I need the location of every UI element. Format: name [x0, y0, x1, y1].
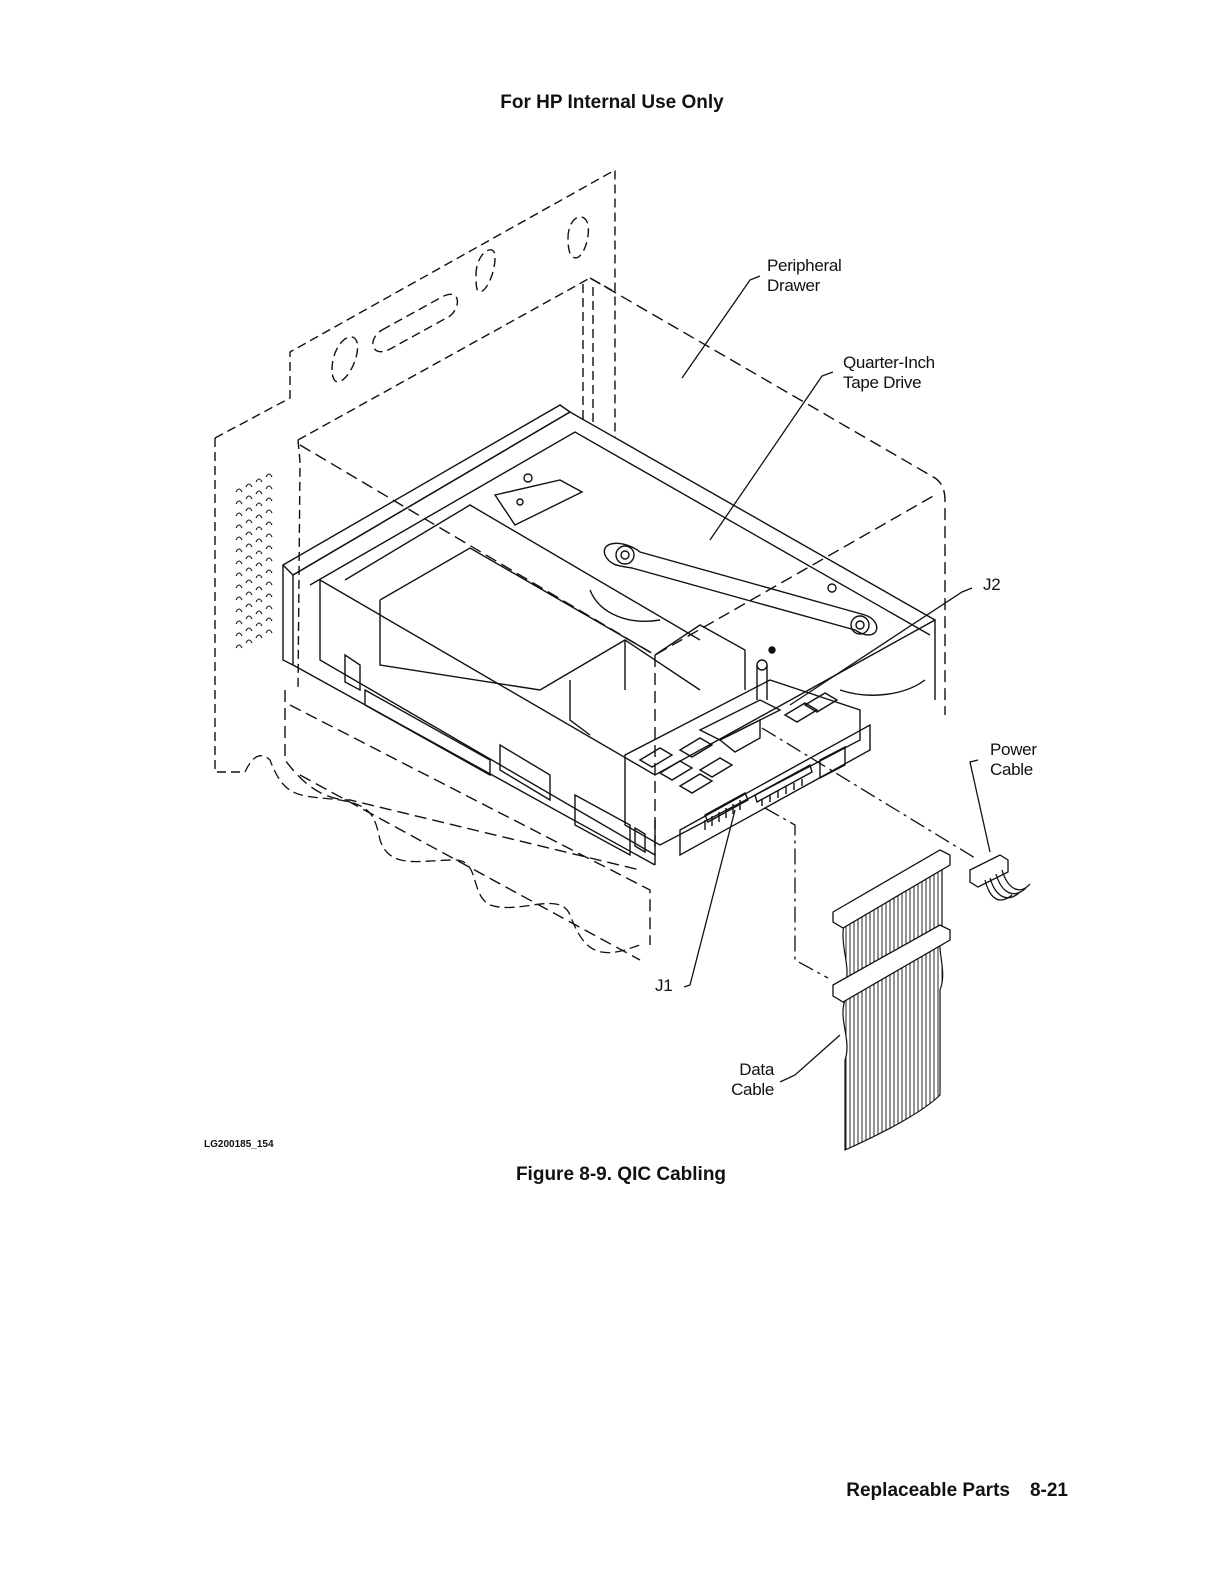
- footer-section: Replaceable Parts: [846, 1480, 1010, 1501]
- callout-peripheral-drawer: Peripheral Drawer: [767, 256, 842, 296]
- leader-j1: [684, 810, 735, 987]
- footer-page-number: 8-21: [1030, 1480, 1068, 1501]
- callout-peripheral-drawer-line2: Drawer: [767, 276, 842, 296]
- callout-j2: J2: [983, 575, 1000, 595]
- callout-j2-label: J2: [983, 575, 1000, 595]
- tape-drive: [283, 405, 935, 865]
- callout-data-cable: Data Cable: [726, 1060, 774, 1100]
- callout-power-cable-line1: Power: [990, 740, 1037, 760]
- callout-data-cable-line2: Cable: [726, 1080, 774, 1100]
- figure-caption: Figure 8-9. QIC Cabling: [0, 1164, 1224, 1186]
- callout-power-cable: Power Cable: [990, 740, 1037, 780]
- page-footer: Replaceable Parts 8-21: [846, 1480, 1068, 1502]
- callout-tape-drive-line2: Tape Drive: [843, 373, 935, 393]
- callout-power-cable-line2: Cable: [990, 760, 1037, 780]
- leader-data-cable: [780, 1035, 840, 1082]
- callout-j1-label: J1: [655, 976, 672, 996]
- data-ribbon-cable: [833, 850, 950, 1150]
- leader-power-cable: [970, 760, 990, 852]
- callout-tape-drive-line1: Quarter-Inch: [843, 353, 935, 373]
- leader-tape-drive: [710, 372, 833, 540]
- callout-tape-drive: Quarter-Inch Tape Drive: [843, 353, 935, 393]
- leader-peripheral-drawer: [682, 276, 760, 378]
- callout-peripheral-drawer-line1: Peripheral: [767, 256, 842, 276]
- callout-data-cable-line1: Data: [726, 1060, 774, 1080]
- vent-grille: [236, 474, 272, 648]
- leader-lines: [682, 276, 990, 1082]
- power-cable-connector: [970, 855, 1030, 900]
- callout-j1: J1: [655, 976, 672, 996]
- drawing-id: LG200185_154: [204, 1139, 274, 1150]
